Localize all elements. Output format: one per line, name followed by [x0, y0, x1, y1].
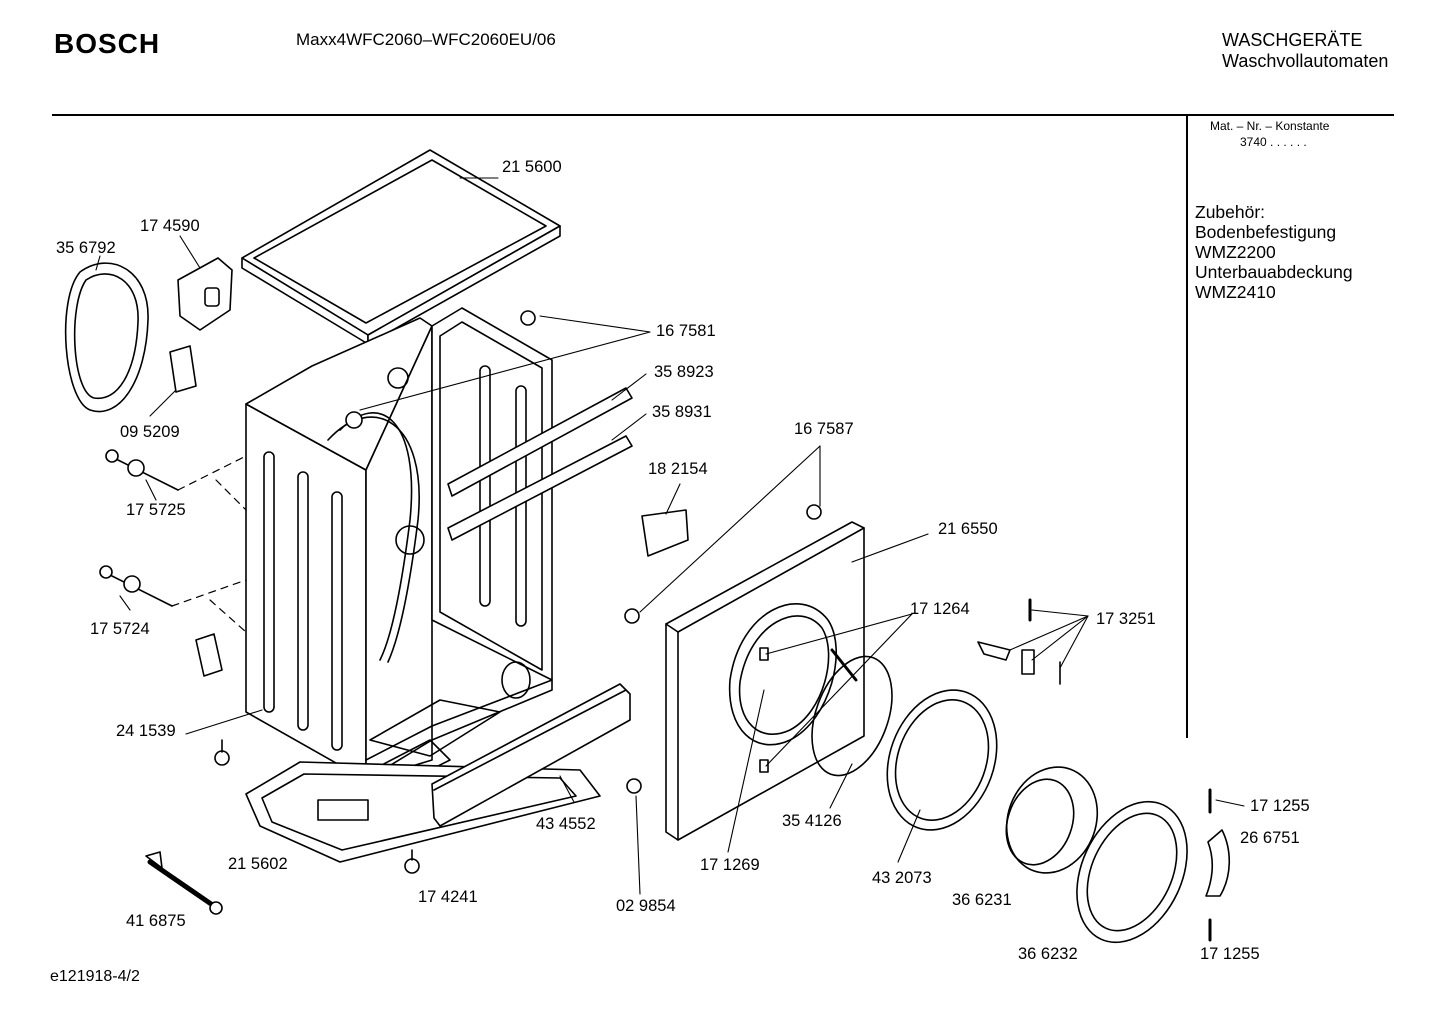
material-number-label: Mat. – Nr. – Konstante	[1210, 119, 1330, 133]
material-number-value: 3740 . . . . . .	[1240, 135, 1307, 149]
base-plate-part	[245, 761, 601, 863]
part-label: 16 7587	[794, 420, 854, 438]
drawing-id: e121918-4/2	[50, 968, 140, 985]
door-glass-part	[1005, 766, 1099, 874]
model-title: Maxx4WFC2060–WFC2060EU/06	[296, 30, 556, 49]
small-parts	[99, 257, 1212, 942]
belt-part	[64, 262, 149, 413]
top-lid-part	[241, 149, 561, 345]
part-label: 17 4590	[140, 217, 200, 235]
brand-logo: BOSCH	[54, 28, 161, 59]
part-label: 17 5724	[90, 620, 150, 638]
header-divider	[52, 114, 1394, 116]
part-label: 35 8931	[652, 403, 712, 421]
part-label: 36 6231	[952, 891, 1012, 909]
part-label: 43 4552	[536, 815, 596, 833]
part-label: 17 4241	[418, 888, 478, 906]
part-label: 17 1269	[700, 856, 760, 874]
part-label: 35 4126	[782, 812, 842, 830]
part-label: 21 5600	[502, 158, 562, 176]
assembly-lines	[171, 455, 247, 633]
part-label: 41 6875	[126, 912, 186, 930]
door-seal-part	[811, 655, 893, 777]
category-title: WASCHGERÄTE	[1222, 30, 1363, 50]
sidebar-divider	[1186, 116, 1188, 738]
part-label: 35 8923	[654, 363, 714, 381]
accessory-item: WMZ2410	[1195, 282, 1276, 302]
part-label: 36 6232	[1018, 945, 1078, 963]
door-frame-part	[1076, 800, 1188, 944]
part-label: 18 2154	[648, 460, 708, 478]
part-label: 21 6550	[938, 520, 998, 538]
accessory-item: WMZ2200	[1195, 242, 1276, 262]
rail-part	[447, 387, 633, 541]
kickplate-part	[431, 683, 631, 827]
accessories-heading: Zubehör:	[1195, 202, 1266, 222]
part-label: 17 1255	[1250, 797, 1310, 815]
accessory-item: Unterbauabdeckung	[1195, 262, 1353, 282]
part-label: 16 7581	[656, 322, 716, 340]
part-label: 21 5602	[228, 855, 288, 873]
part-label: 17 1255	[1200, 945, 1260, 963]
cabinet-part	[245, 307, 553, 791]
handle-part	[1205, 829, 1231, 897]
part-label: 26 6751	[1240, 829, 1300, 847]
accessory-item: Bodenbefestigung	[1195, 222, 1337, 242]
door-ring-part	[886, 689, 998, 831]
part-label: 09 5209	[120, 423, 180, 441]
part-label: 24 1539	[116, 722, 176, 740]
part-label: 17 5725	[126, 501, 186, 519]
category-subtitle: Waschvollautomaten	[1222, 51, 1389, 71]
part-label: 02 9854	[616, 897, 676, 915]
part-label: 17 3251	[1096, 610, 1156, 628]
leader-lines	[95, 177, 1245, 895]
part-label: 43 2073	[872, 869, 932, 887]
front-panel-part	[665, 521, 865, 841]
part-label: 17 1264	[910, 600, 970, 618]
part-label: 35 6792	[56, 239, 116, 257]
